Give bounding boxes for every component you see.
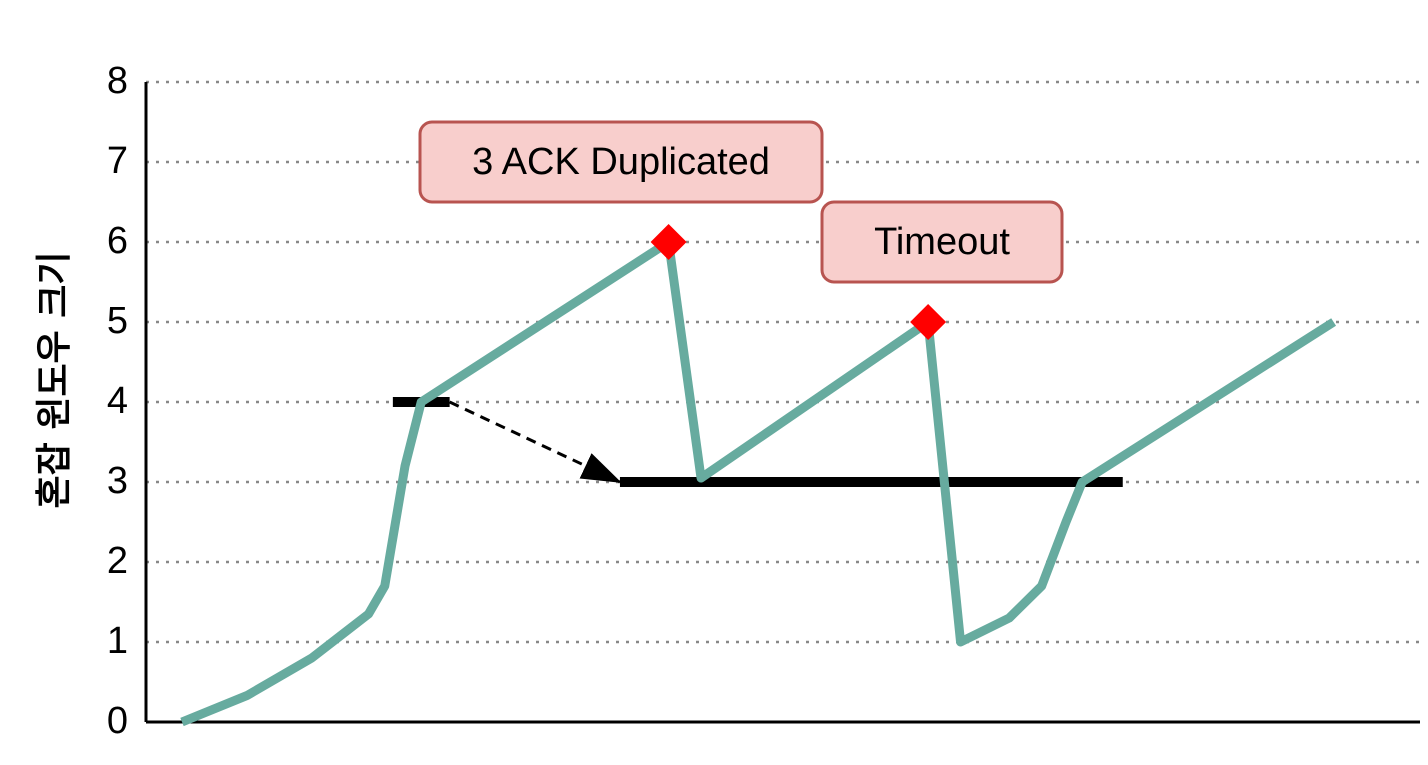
y-tick-label: 3 xyxy=(107,460,128,502)
event-marker-diamond xyxy=(910,304,947,340)
y-tick-label: 8 xyxy=(107,60,128,102)
ssthresh-update-arrow xyxy=(448,400,622,484)
callout-box xyxy=(820,200,1064,284)
callout-box xyxy=(418,120,824,204)
y-tick-label: 2 xyxy=(107,540,128,582)
axes xyxy=(144,82,1420,724)
callout-label: 3 ACK Duplicated xyxy=(472,141,770,183)
y-tick-label: 0 xyxy=(107,700,128,742)
y-tick-labels: 0 1 2 3 4 5 6 7 8 xyxy=(107,60,128,742)
y-tick-label: 1 xyxy=(107,620,128,662)
y-tick-label: 4 xyxy=(107,380,128,422)
event-marker-diamond xyxy=(650,224,687,260)
y-tick-label: 7 xyxy=(107,140,128,182)
y-tick-label: 5 xyxy=(107,300,128,342)
y-axis-label: 혼잡 윈도우 크기 xyxy=(34,252,75,509)
marker-layer xyxy=(650,224,947,340)
y-tick-label: 6 xyxy=(107,220,128,262)
callout-label: Timeout xyxy=(874,221,1010,263)
